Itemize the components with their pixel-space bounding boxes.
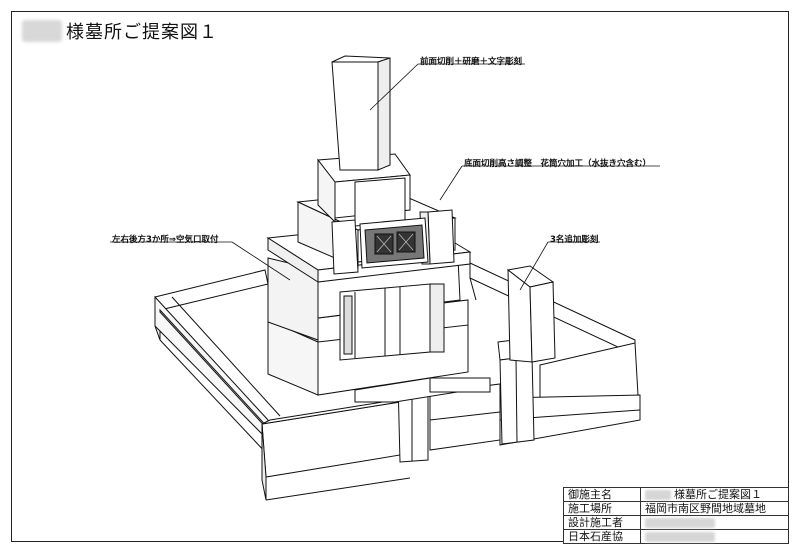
boundary-wall xyxy=(154,262,641,501)
redacted-designer xyxy=(645,518,715,528)
callout-incense: 底面切削高さ調整 花筒穴加工（水抜き穴含む） xyxy=(464,159,652,169)
designer-value xyxy=(640,515,789,530)
title-block-row: 施工場所 福岡市南区野間地域墓地 xyxy=(563,501,789,516)
redacted-name xyxy=(22,20,62,42)
redacted-association xyxy=(645,532,715,542)
owner-label: 御施主名 xyxy=(563,487,641,502)
title-block-row: 日本石産協 xyxy=(563,529,789,544)
incense-holder xyxy=(359,217,429,269)
association-label: 日本石産協 xyxy=(563,529,641,544)
title-block-row: 設計施工者 xyxy=(563,515,789,530)
side-stone xyxy=(506,265,556,363)
redacted-owner xyxy=(645,490,671,500)
callout-leaders xyxy=(110,63,660,291)
designer-label: 設計施工者 xyxy=(563,515,641,530)
title-block-row: 御施主名 様墓所ご提案図１ xyxy=(563,487,789,502)
drawing-frame xyxy=(11,11,789,542)
owner-value: 様墓所ご提案図１ xyxy=(674,488,762,501)
title-text: 様墓所ご提案図１ xyxy=(66,22,218,43)
callout-top-stone: 前面切削＋研磨＋文字彫刻 xyxy=(420,57,523,67)
title-block: 御施主名 様墓所ご提案図１ 施工場所 福岡市南区野間地域墓地 設計施工者 日本石… xyxy=(563,487,789,544)
drawing-title: 様墓所ご提案図１ xyxy=(22,16,218,46)
entrance-step xyxy=(354,377,491,403)
site-label: 施工場所 xyxy=(563,501,641,516)
callout-vents: 左右後方3か所⇒空気口取付 xyxy=(112,235,219,245)
callout-side-stone: 3名追加彫刻 xyxy=(550,235,599,245)
site-value: 福岡市南区野間地域墓地 xyxy=(640,501,789,516)
association-value xyxy=(640,529,789,544)
owner-value-cell: 様墓所ご提案図１ xyxy=(640,487,789,502)
